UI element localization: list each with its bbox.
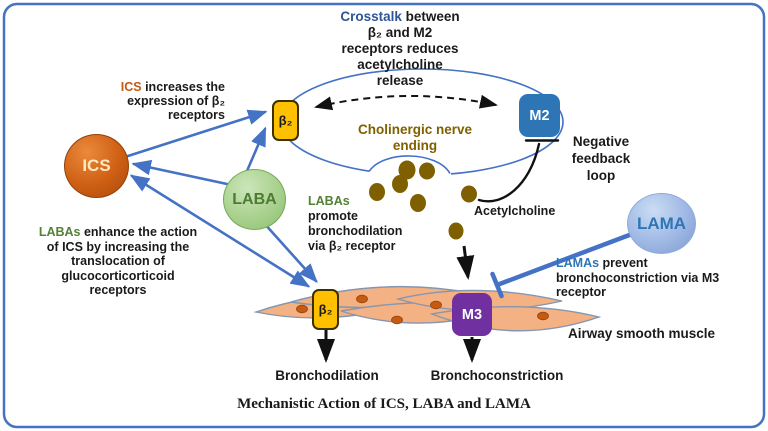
note-line: bronchoconstriction via M3 [556, 270, 720, 285]
synaptic-cleft-notch [368, 155, 451, 174]
lama-label: LAMA [636, 213, 687, 233]
vesicle-dots [369, 160, 477, 240]
note-line: glucocorticorticoid [61, 268, 175, 283]
heading-line: release [376, 73, 424, 88]
note-line: promote [308, 209, 358, 223]
dashed-crosstalk-arrow [314, 94, 498, 111]
arrow-laba-to-beta2 [245, 126, 267, 173]
note-line: receptors [89, 283, 147, 297]
note-line-rest: enhance the action [80, 225, 198, 239]
note-line: LABAs enhance the action [22, 225, 214, 240]
labas-promote-note: LABAs promote bronchodilation via β₂ rec… [308, 194, 428, 254]
laba-label: LABA [232, 190, 277, 208]
heading-line: β₂ and M2 [367, 25, 433, 40]
heading-line: acetylcholine [357, 57, 443, 72]
lama-node: LAMA [627, 193, 696, 254]
cholinergic-label: Cholinergic nerve ending [345, 122, 485, 153]
arrow-ics-beta2-muscle [129, 174, 311, 288]
labas-enhance-note: LABAs enhance the action of ICS by incre… [22, 225, 214, 298]
m2-receptor: M2 [519, 94, 560, 137]
acetylcholine-label: Acetylcholine [474, 204, 556, 218]
laba-node: LABA [223, 169, 286, 230]
ics-word: ICS [120, 80, 142, 94]
note-line: LAMAs prevent [556, 256, 734, 271]
m3-receptor-label: M3 [461, 306, 483, 323]
label-line: feedback [571, 151, 631, 166]
note-line: expression of β₂ [127, 94, 225, 108]
bronchoconstriction-label: Bronchoconstriction [430, 368, 564, 383]
note-line-rest: prevent [599, 256, 648, 270]
label-line: loop [586, 168, 616, 183]
beta2-receptor-muscle: β₂ [312, 289, 339, 330]
crosstalk-heading: Crosstalk between β₂ and M2 receptors re… [308, 9, 492, 89]
note-line: translocation of [71, 254, 165, 268]
crosstalk-word: Crosstalk [340, 9, 402, 24]
label-line: Negative [572, 134, 630, 149]
note-line: receptors [168, 108, 225, 122]
heading-line: Crosstalk between [308, 9, 492, 25]
note-line: bronchodilation [308, 224, 403, 238]
arrow-ics-to-beta2 [126, 109, 268, 158]
ics-label: ICS [82, 156, 111, 175]
note-line-rest: increases the [141, 80, 225, 94]
m3-receptor: M3 [452, 293, 492, 336]
beta2-receptor-label: β₂ [318, 302, 333, 317]
figure-title: Mechanistic Action of ICS, LABA and LAMA [237, 396, 531, 412]
arrow-ach-to-m3 [456, 245, 475, 280]
ics-note: ICS increases the expression of β₂ recep… [75, 80, 225, 122]
lamas-word: LAMAs [556, 256, 600, 270]
heading-line: receptors reduces [341, 41, 459, 56]
labas-word: LABAs [308, 194, 350, 208]
muscle-nuclei [296, 294, 549, 325]
airway-muscle-label: Airway smooth muscle [568, 326, 716, 341]
negative-feedback-label: Negative feedback loop [549, 133, 653, 184]
beta2-receptor-label: β₂ [278, 113, 293, 128]
m2-receptor-label: M2 [529, 107, 550, 124]
note-line: of ICS by increasing the [46, 239, 190, 254]
inhibit-feedback-to-m2 [477, 139, 560, 203]
beta2-receptor-nerve: β₂ [272, 100, 299, 141]
label-line: ending [392, 137, 438, 153]
labas-word: LABAs [38, 225, 81, 239]
bronchodilation-label: Bronchodilation [275, 368, 379, 383]
note-line: via β₂ receptor [308, 239, 396, 253]
heading-line-rest: between [401, 9, 460, 24]
inhibit-lama-to-m3 [490, 231, 635, 299]
lamas-prevent-note: LAMAs prevent bronchoconstriction via M3… [556, 256, 734, 300]
arrow-laba-to-beta2-muscle [261, 220, 318, 283]
note-line: ICS increases the [75, 80, 225, 94]
note-line: receptor [556, 285, 607, 299]
arrow-laba-to-ics [131, 159, 229, 186]
label-line: Cholinergic nerve [357, 122, 473, 137]
ics-node: ICS [64, 134, 129, 198]
